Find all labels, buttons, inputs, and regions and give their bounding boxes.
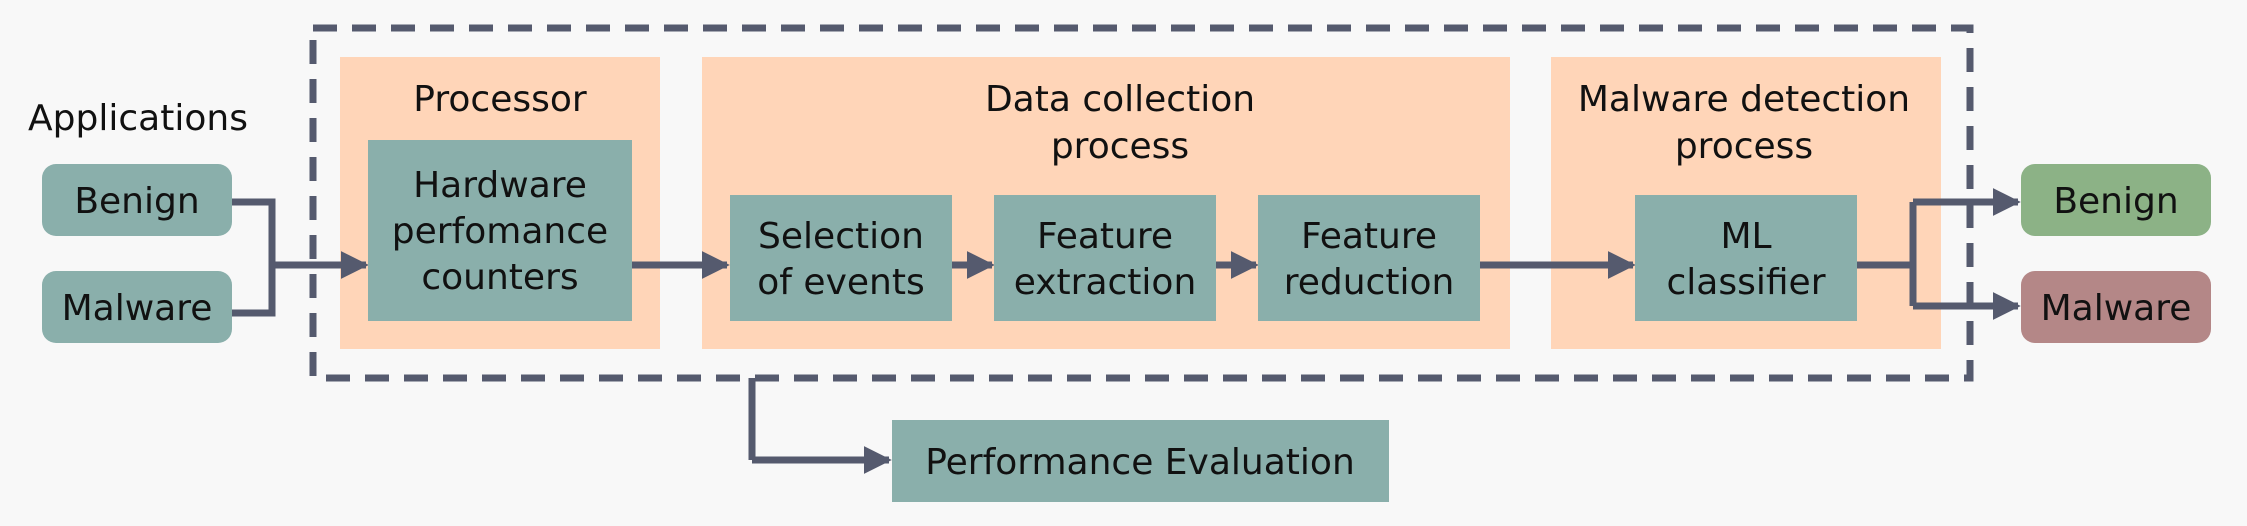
- performance-evaluation-box: [892, 420, 1389, 502]
- output-malware-label: Malware: [2041, 288, 2192, 329]
- output-benign-label: Benign: [2053, 181, 2178, 222]
- input-malware-label: Malware: [62, 288, 213, 329]
- output-malware-box: [2021, 271, 2211, 343]
- ml-line2: classifier: [1667, 262, 1826, 303]
- hpc-line1: Hardware: [413, 165, 587, 206]
- selection-line1: Selection: [758, 216, 924, 257]
- input-benign-label: Benign: [74, 181, 199, 222]
- selection-line2: of events: [757, 262, 924, 303]
- input-malware-box: [42, 271, 232, 343]
- hpc-line3: counters: [421, 257, 578, 298]
- ml-line1: ML: [1720, 216, 1771, 257]
- performance-evaluation-label: Performance Evaluation: [925, 442, 1355, 483]
- malware-detection-title-line1: Malware detection: [1578, 79, 1910, 120]
- reduction-line2: reduction: [1284, 262, 1455, 303]
- input-benign-box: [42, 164, 232, 236]
- reduction-line1: Feature: [1301, 216, 1437, 257]
- extraction-line1: Feature: [1037, 216, 1173, 257]
- applications-label: Applications: [28, 98, 248, 139]
- system-boundary: [309, 24, 1974, 382]
- feature-reduction-box: [1258, 195, 1480, 321]
- feature-extraction-box: [994, 195, 1216, 321]
- output-benign-box: [2021, 164, 2211, 236]
- selection-of-events-box: [730, 195, 952, 321]
- hpc-line2: perfomance: [392, 211, 608, 252]
- malware-detection-title-line2: process: [1675, 126, 1813, 167]
- data-collection-title-line1: Data collection: [985, 79, 1255, 120]
- hardware-performance-counters-box: [368, 140, 632, 321]
- ml-classifier-box: [1635, 195, 1857, 321]
- processor-title: Processor: [413, 79, 587, 120]
- data-collection-title-line2: process: [1051, 126, 1189, 167]
- input-merge-connector: [232, 198, 276, 317]
- extraction-line2: extraction: [1014, 262, 1197, 303]
